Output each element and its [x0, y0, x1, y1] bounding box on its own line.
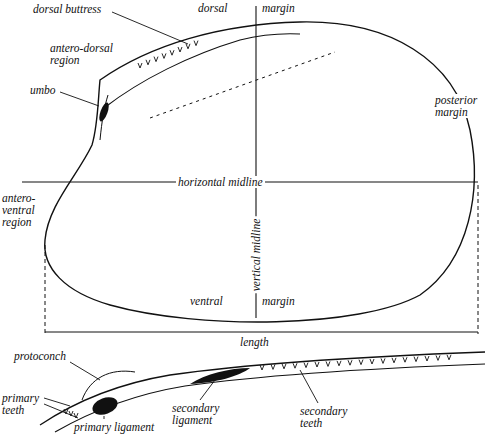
tooth-mark: [74, 413, 78, 418]
tooth-mark: [348, 360, 352, 365]
part-label: secondary teeth: [300, 405, 352, 429]
tooth-mark: [186, 44, 190, 49]
tooth-mark: [271, 364, 275, 369]
buttress-line: [104, 34, 300, 108]
secondary-ligament: [190, 368, 250, 384]
leader-line: [112, 12, 188, 44]
leader-line: [60, 92, 99, 106]
umbo-mark: [97, 101, 110, 122]
region-label: antero-dorsal region: [50, 42, 120, 66]
tooth-mark: [138, 63, 142, 68]
axis-label: horizontal midline: [176, 176, 265, 188]
part-label: umbo: [30, 84, 56, 96]
tooth-mark: [414, 357, 418, 362]
margin-label: ventral: [190, 295, 223, 307]
tooth-mark: [162, 53, 166, 58]
tooth-mark: [282, 364, 286, 369]
dimension-line: [45, 332, 478, 333]
dotted-line: [150, 52, 335, 118]
tooth-mark: [293, 363, 297, 368]
leader-line: [300, 370, 318, 403]
primary-ligament: [90, 394, 120, 418]
region-label: antero-ventral region: [2, 192, 48, 228]
dimension-label: length: [240, 336, 269, 348]
dimension-tick: [478, 185, 479, 334]
part-label: secondary ligament: [172, 402, 234, 426]
margin-label: margin: [262, 2, 295, 14]
tooth-mark: [425, 356, 429, 361]
part-label: protoconch: [14, 350, 66, 362]
shell-outline: [45, 22, 475, 322]
tooth-mark: [436, 355, 440, 360]
leader-line: [44, 398, 70, 406]
tooth-mark: [260, 365, 264, 370]
dimension-tick: [45, 245, 46, 334]
hinge-outline: [55, 364, 485, 432]
leader-line: [104, 416, 105, 419]
tooth-mark: [447, 355, 451, 360]
tooth-mark: [146, 60, 150, 65]
tooth-mark: [69, 411, 73, 416]
tooth-mark: [403, 357, 407, 362]
tooth-mark: [392, 358, 396, 363]
tooth-mark: [304, 363, 308, 368]
tooth-mark: [326, 361, 330, 366]
margin-label: dorsal: [198, 2, 227, 14]
tooth-mark: [381, 358, 385, 363]
axis-label: vertical midline: [250, 217, 262, 294]
part-label: primary teeth: [2, 392, 44, 416]
leader-line: [70, 362, 100, 380]
tooth-mark: [337, 361, 341, 366]
tooth-mark: [370, 359, 374, 364]
margin-label: posterior margin: [433, 94, 489, 118]
tooth-mark: [315, 362, 319, 367]
part-label: primary ligament: [74, 421, 154, 433]
hinge-outline: [40, 352, 485, 425]
tooth-mark: [359, 360, 363, 365]
tooth-mark: [64, 409, 68, 414]
tooth-mark: [154, 57, 158, 62]
tooth-mark: [194, 41, 198, 46]
tooth-mark: [170, 50, 174, 55]
leader-line: [44, 404, 78, 418]
tooth-mark: [178, 47, 182, 52]
part-label: dorsal buttress: [33, 3, 101, 15]
margin-label: margin: [262, 295, 295, 307]
protoconch: [82, 371, 135, 400]
